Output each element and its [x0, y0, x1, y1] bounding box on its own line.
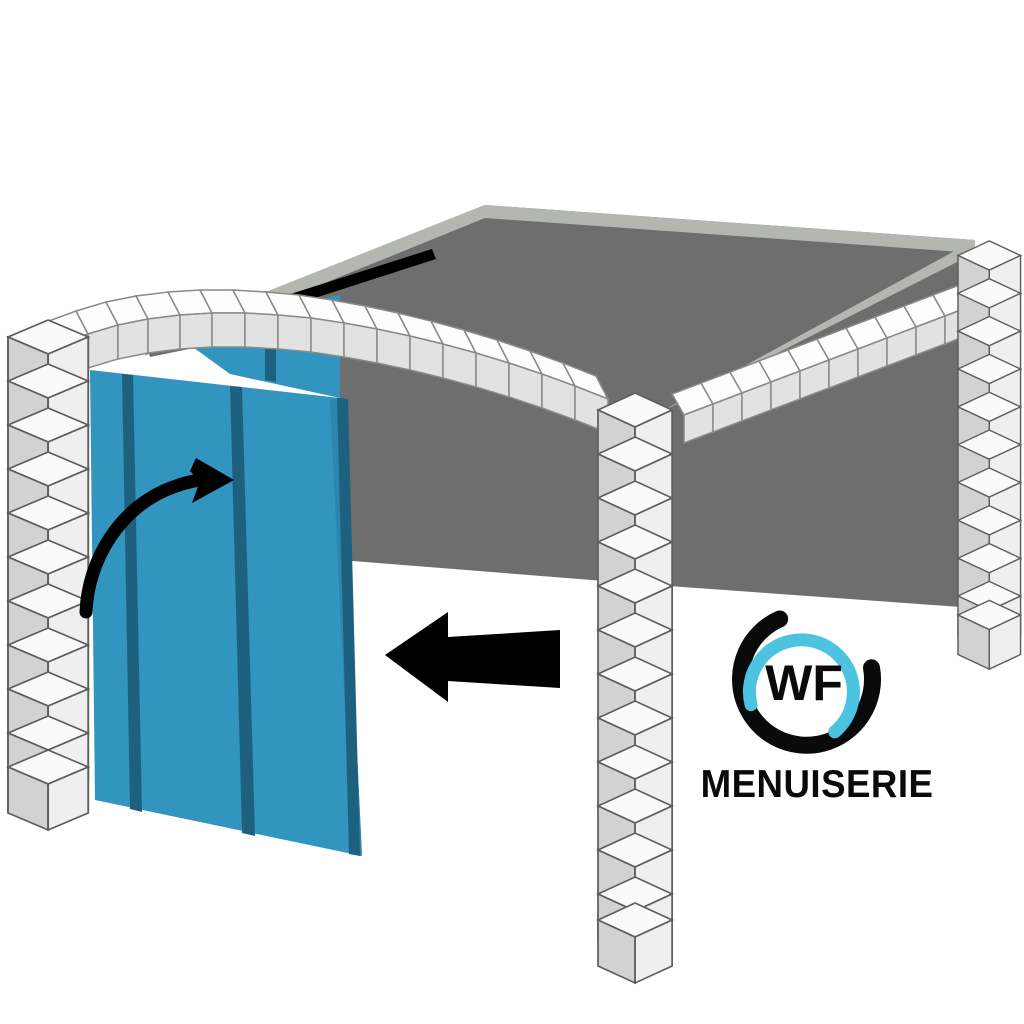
opening-curve-arrow: [79, 458, 234, 619]
logo-wordmark: MENUISERIE: [700, 763, 934, 806]
sliding-door-panel[interactable]: [90, 295, 362, 856]
pillar-left: [7, 319, 90, 831]
door-joint-2: [230, 386, 255, 836]
pillar-right-rear: [957, 240, 1022, 670]
brand-logo: WF MENUISERIE: [694, 604, 934, 814]
door-joint-3: [337, 398, 360, 856]
pillar-front-center: [597, 392, 673, 984]
lintel-front-right: [670, 283, 976, 445]
sliding-direction-arrow: [385, 612, 560, 702]
logo-initials: WF: [765, 655, 843, 711]
logo-mark: WF: [732, 610, 881, 754]
door-joint-1: [122, 374, 142, 812]
lintel-front-left: [44, 289, 610, 435]
roof-top-face: [485, 205, 975, 253]
